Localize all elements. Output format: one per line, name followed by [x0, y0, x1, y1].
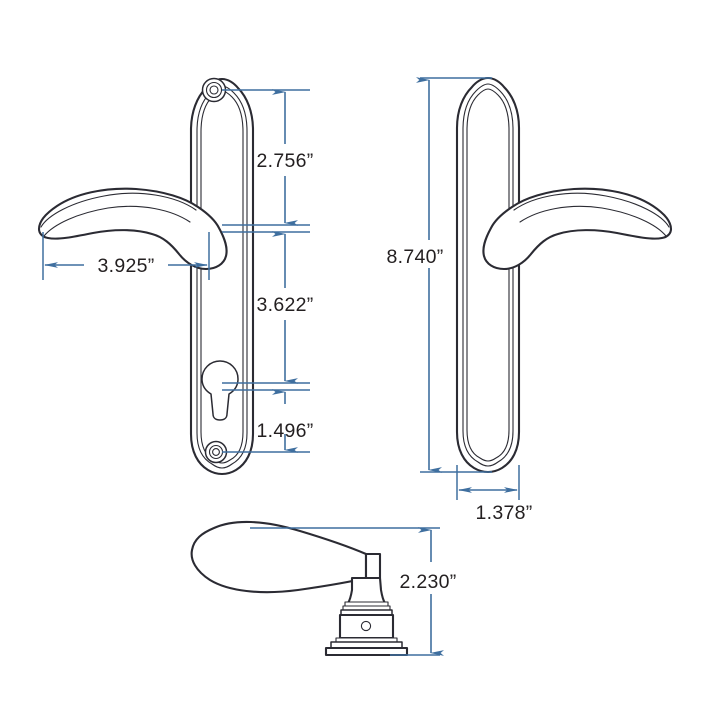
- rosette-stepped-base: [324, 637, 409, 657]
- lever-paddle-profile: [190, 520, 368, 594]
- dimension-label-3925: 3.925”: [97, 255, 154, 277]
- dimension-lever-height: 2.230”: [250, 527, 456, 656]
- dimension-label-1496: 1.496”: [256, 420, 313, 442]
- dimension-plate-height: 8.740”: [386, 77, 492, 473]
- lever-crest-line: [40, 192, 197, 228]
- front-plate-view: [37, 77, 255, 476]
- dimension-top-to-lever: 2.756”: [222, 89, 313, 226]
- dimension-plate-width: 1.378”: [456, 465, 532, 524]
- rear-plate-inner-bead-2: [466, 88, 510, 462]
- dimension-label-3622: 3.622”: [256, 294, 313, 316]
- top-screw-hole: [201, 77, 227, 103]
- rear-lever-handle: [482, 187, 673, 271]
- rear-plate-inner-bead: [462, 83, 514, 467]
- dimension-lever-to-keyhole: 3.622”: [222, 231, 313, 384]
- lever-neck-block: [364, 552, 382, 580]
- rear-plate-outline: [455, 76, 521, 474]
- dimension-label-2230: 2.230”: [399, 571, 456, 593]
- rosette-ring-bands: [340, 601, 393, 616]
- rosette-tapered-neck: [346, 576, 387, 605]
- lever-profile-view: [190, 520, 409, 657]
- dimension-label-8740: 8.740”: [386, 246, 443, 268]
- dimension-label-1378: 1.378”: [475, 502, 532, 524]
- dimension-lever-projection: 3.925”: [42, 232, 210, 280]
- rear-plate-view: [455, 76, 673, 474]
- lever-crest-line-2: [43, 205, 191, 237]
- euro-cylinder-keyhole: [201, 360, 239, 421]
- set-screw-hole: [360, 620, 372, 632]
- lever-body: [37, 187, 228, 271]
- front-lever-handle: [37, 187, 228, 271]
- dimension-label-2756: 2.756”: [256, 150, 313, 172]
- dimension-keyhole-to-bottom: 1.496”: [222, 389, 313, 453]
- rear-lever-crest-line-2: [519, 205, 667, 237]
- rear-lever-body: [482, 187, 673, 271]
- rear-lever-crest-line: [513, 192, 670, 228]
